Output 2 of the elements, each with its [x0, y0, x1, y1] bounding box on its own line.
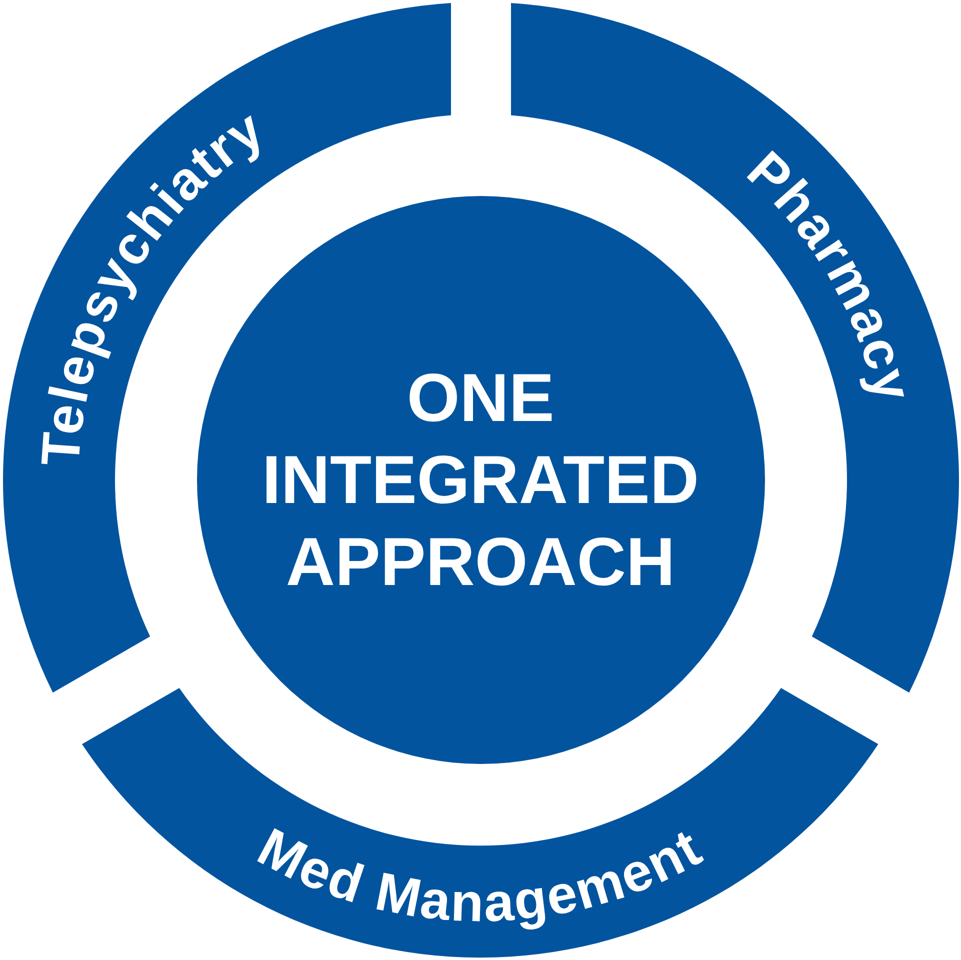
center-label: ONE INTEGRATED APPROACH: [261, 359, 700, 602]
ring-segment: [82, 688, 879, 958]
